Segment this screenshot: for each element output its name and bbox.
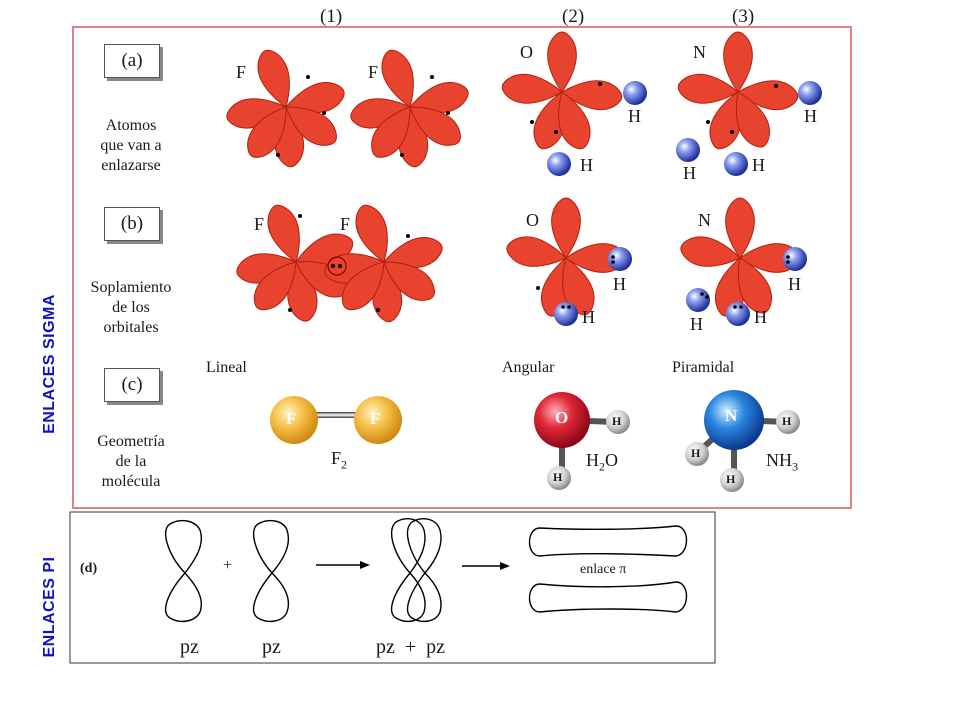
atom-label-n: N (698, 210, 711, 230)
pz-label-2: pz (262, 636, 281, 658)
atom-label-h: H (690, 314, 703, 334)
o-atom-orbitals-a (500, 31, 624, 154)
atom-label-f: F (340, 214, 351, 234)
n-atom-orbitals-a (676, 31, 800, 154)
row-tag-d: (d) (80, 561, 98, 576)
atom-label-h: H (683, 163, 696, 183)
atom-label-n: N (693, 42, 706, 62)
h-sphere (676, 138, 700, 162)
h-sphere (547, 152, 571, 176)
atom-label-h: H (752, 155, 765, 175)
row-desc-b-line1: Soplamiento (90, 279, 172, 296)
nh3-h-label: H (691, 446, 701, 460)
h-sphere (724, 152, 748, 176)
atom-label-h: H (580, 155, 593, 175)
h2o-formula: H2O (586, 450, 618, 475)
reaction-arrow-2 (462, 562, 510, 570)
atom-label-h: H (754, 307, 767, 327)
atom-label-f: F (254, 214, 265, 234)
f-atom-orbitals-a1 (223, 45, 349, 169)
column-number-3: (3) (732, 6, 755, 27)
f2-molecule (270, 396, 402, 444)
atom-label-h: H (788, 274, 801, 294)
h-sphere (623, 81, 647, 105)
plus-sign: + (223, 557, 233, 574)
atom-label-h: H (804, 106, 817, 126)
row-desc-b-line3: orbitales (103, 319, 159, 336)
h2o-formula-subscript: 2 (599, 459, 605, 474)
nh3-h-label: H (726, 472, 736, 486)
h-sphere (554, 302, 578, 326)
pi-bond-label: enlace π (580, 562, 627, 577)
atom-label-f: F (368, 62, 379, 82)
geometry-label-piramidal: Piramidal (672, 359, 735, 376)
f2-atom-label: F (370, 409, 381, 428)
column-number-1: (1) (320, 6, 343, 27)
nh3-formula: NH3 (766, 450, 798, 475)
h-sphere (686, 288, 710, 312)
nh3-formula-main: NH (766, 450, 792, 470)
row-tag-c: (c) (104, 368, 160, 402)
geometry-label-lineal: Lineal (206, 359, 247, 376)
row-desc-a: Atomos que van a enlazarse (75, 116, 187, 176)
row-desc-b: Soplamiento de los orbitales (75, 278, 187, 338)
pi-bonds-label: ENLACES PI (41, 556, 58, 658)
h2o-h-label: H (612, 414, 622, 428)
reaction-arrow-1 (316, 561, 370, 569)
atom-label-h: H (628, 106, 641, 126)
row-desc-c-line1: Geometría (97, 433, 165, 450)
row-desc-c-line2: de la (115, 453, 147, 470)
nh3-molecule (685, 390, 800, 492)
row-desc-a-line3: enlazarse (101, 157, 161, 174)
h-sphere (783, 247, 807, 271)
atom-label-o: O (526, 210, 539, 230)
row-desc-a-line1: Atomos (105, 117, 157, 134)
pz-label-1: pz (180, 636, 199, 658)
atom-label-o: O (520, 42, 533, 62)
row-desc-a-line2: que van a (100, 137, 162, 154)
atom-label-h: H (582, 307, 595, 327)
h2o-formula-h: H (586, 450, 599, 470)
row-tag-b: (b) (104, 207, 160, 241)
pz-sum-label: pz + pz (376, 636, 446, 658)
nh3-h-label: H (782, 414, 792, 428)
f2-formula-subscript: 2 (341, 457, 348, 472)
overlapping-pz-orbitals (391, 518, 442, 623)
row-tag-a: (a) (104, 44, 160, 78)
h2o-o-label: O (555, 408, 569, 427)
pz-orbital-2 (253, 519, 290, 623)
pz-orbital-1 (165, 519, 202, 623)
sigma-bonds-label: ENLACES SIGMA (41, 294, 58, 434)
f-atom-orbitals-a2 (347, 45, 473, 169)
geometry-label-angular: Angular (502, 359, 555, 376)
atom-label-f: F (236, 62, 247, 82)
h2o-molecule (534, 392, 630, 490)
row-desc-c-line3: molécula (101, 473, 161, 490)
h2o-h-label: H (553, 470, 563, 484)
column-number-2: (2) (562, 6, 585, 27)
h2o-formula-o: O (605, 450, 618, 470)
h-sphere (608, 247, 632, 271)
atom-label-h: H (613, 274, 626, 294)
row-desc-c: Geometría de la molécula (75, 432, 187, 492)
f2-atom-label: F (286, 409, 297, 428)
f2-formula-main: F (331, 448, 342, 468)
f2-overlap-orbitals (233, 200, 447, 325)
nh3-formula-subscript: 3 (792, 459, 798, 474)
nh3-n-label: N (725, 406, 738, 425)
h-sphere (726, 302, 750, 326)
pi-bond-lobes (528, 525, 688, 613)
row-desc-b-line2: de los (112, 299, 150, 316)
f2-formula: F2 (331, 448, 347, 473)
h-sphere (798, 81, 822, 105)
o-overlap-orbitals (503, 197, 627, 321)
